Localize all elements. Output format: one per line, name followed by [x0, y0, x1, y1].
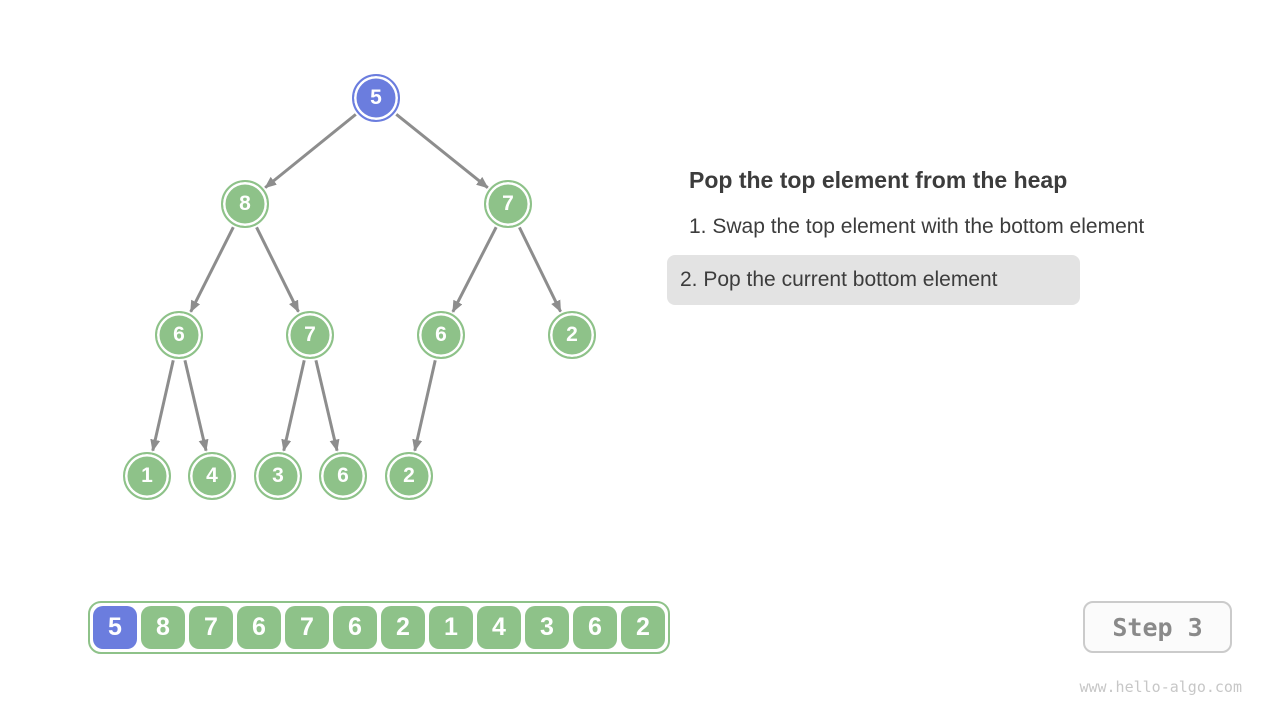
tree-edge	[451, 226, 498, 313]
tree-edge	[518, 226, 562, 313]
tree-edge	[412, 360, 437, 452]
tree-node: 6	[155, 311, 203, 359]
tree-edge	[183, 359, 209, 452]
tree-node: 2	[385, 452, 433, 500]
tree-node: 7	[484, 180, 532, 228]
tree-edge	[150, 360, 175, 452]
tree-edges	[150, 113, 562, 452]
array-cell: 2	[381, 606, 425, 649]
array-cell: 3	[525, 606, 569, 649]
tree-edge	[255, 226, 300, 313]
tree-node: 3	[254, 452, 302, 500]
tree-edge	[314, 359, 340, 452]
tree-node: 5	[352, 74, 400, 122]
watermark: www.hello-algo.com	[1079, 678, 1242, 696]
array-cell: 7	[189, 606, 233, 649]
tree-edge	[189, 226, 235, 313]
array-cell: 4	[477, 606, 521, 649]
tree-node: 7	[286, 311, 334, 359]
array-cell: 7	[285, 606, 329, 649]
array-cell: 8	[141, 606, 185, 649]
tree-node: 6	[319, 452, 367, 500]
array-cell: 2	[621, 606, 665, 649]
tree-node: 6	[417, 311, 465, 359]
array-cell: 6	[237, 606, 281, 649]
array-cell: 5	[93, 606, 137, 649]
array-cell: 6	[573, 606, 617, 649]
tree-node: 1	[123, 452, 171, 500]
step-indicator: Step 3	[1083, 601, 1232, 653]
array-cell: 1	[429, 606, 473, 649]
array-cell: 6	[333, 606, 377, 649]
tree-node: 2	[548, 311, 596, 359]
tree-edge	[264, 113, 357, 189]
tree-node: 4	[188, 452, 236, 500]
tree-edge	[395, 113, 489, 189]
instruction-step-1: 1. Swap the top element with the bottom …	[689, 215, 1145, 238]
tree-edge	[281, 360, 306, 452]
instruction-title: Pop the top element from the heap	[689, 167, 1068, 193]
instruction-step-2-highlighted: 2. Pop the current bottom element	[667, 255, 1080, 305]
tree-node: 8	[221, 180, 269, 228]
